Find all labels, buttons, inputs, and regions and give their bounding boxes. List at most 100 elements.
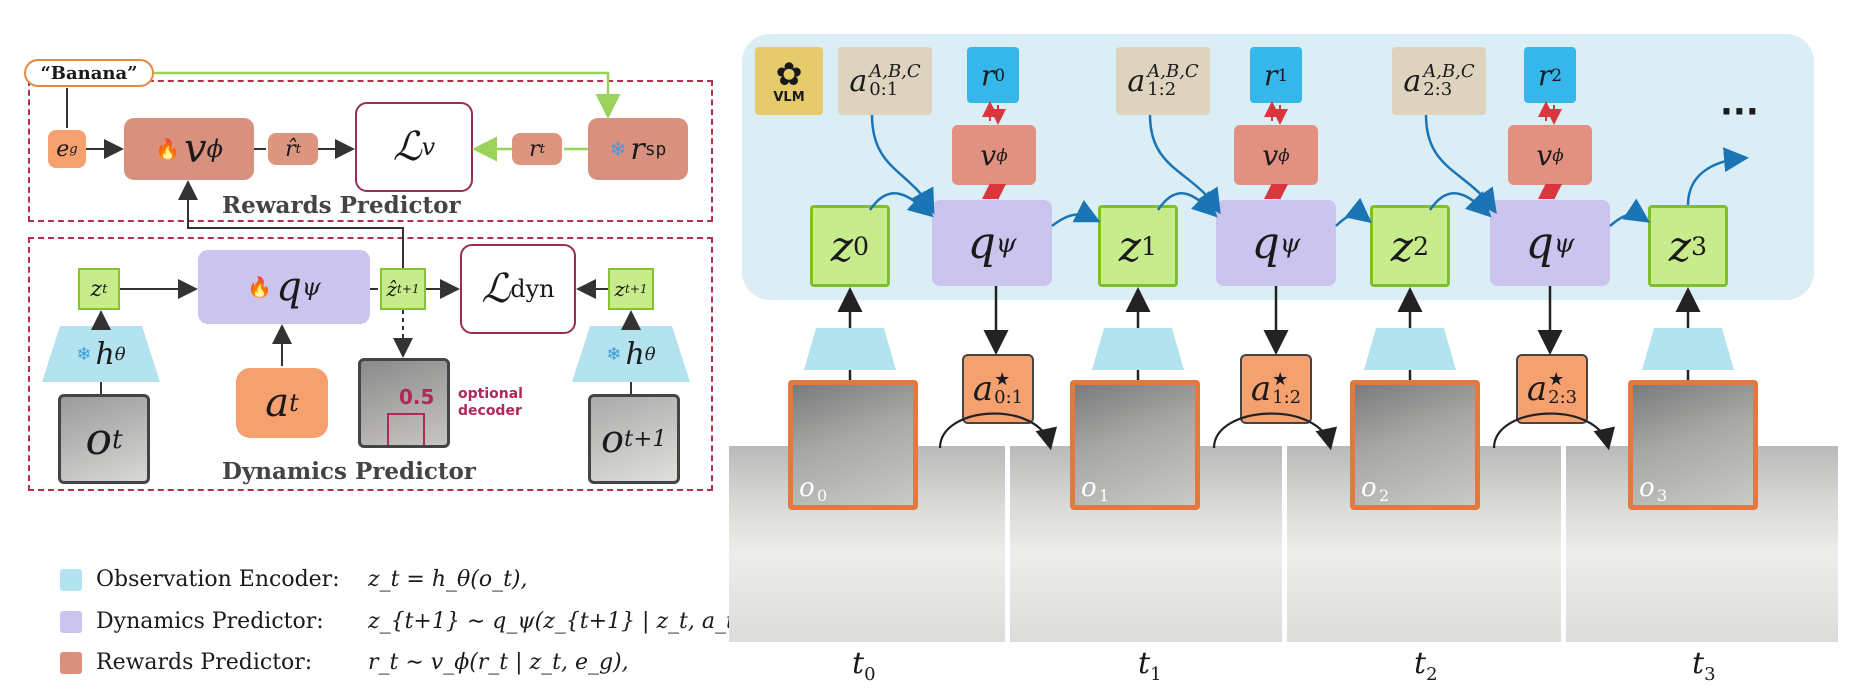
decoded-observation: 0.5 [358, 358, 450, 448]
vlm-label: VLM [773, 89, 805, 105]
action-sub: t [289, 389, 299, 417]
snowflake-icon: ❄ [609, 137, 627, 161]
sparse-reward-sub: sp [644, 138, 667, 160]
target-reward-symbol: r [529, 136, 540, 162]
legend-swatch-encoder [60, 568, 82, 591]
time-label-0: t0 [852, 646, 876, 685]
fire-icon: 🔥 [247, 275, 273, 299]
training-arrows [66, 71, 641, 394]
predicted-next-latent-symbol: ẑ [386, 277, 398, 301]
target-reward-sub: t [539, 141, 545, 157]
latent-state-symbol: z [90, 276, 103, 302]
goal-embedding-sub: g [69, 141, 78, 157]
encoder-sub: θ [114, 343, 126, 365]
legend-item-dynamics: Dynamics Predictor: [60, 609, 324, 634]
reward-model-sub: ϕ [206, 135, 223, 163]
decoded-region-box [387, 413, 425, 445]
observation-sub: t [111, 423, 123, 455]
sparse-reward-symbol: r [630, 131, 645, 167]
reward-loss-sub: v [421, 133, 436, 161]
latent-state-sub: t [102, 281, 108, 297]
predicted-reward-symbol: r̂ [285, 136, 296, 162]
vlm-logo-icon: ✿ [775, 54, 803, 93]
encoder-trapezoid-3 [1642, 328, 1734, 370]
next-latent-symbol: z [614, 277, 626, 301]
goal-text-box: “Banana” [24, 59, 154, 87]
decoded-value: 0.5 [399, 385, 435, 409]
encoder-trapezoid-2 [1364, 328, 1456, 370]
reward-loss-symbol: ℒ [392, 124, 422, 170]
dynamics-model-sub: ψ [301, 273, 321, 301]
legend-label-rewards: Rewards Predictor: [96, 650, 313, 675]
action-symbol: a [265, 380, 290, 426]
goal-text: “Banana” [40, 62, 138, 84]
next-latent-sub: t+1 [625, 282, 648, 296]
legend-formula-encoder: z_t = h_θ(o_t), [368, 567, 528, 592]
legend-swatch-dynamics [60, 610, 82, 633]
selected-action-0: a★0:1 [962, 354, 1034, 424]
legend-formula-rewards: r_t ∼ v_ϕ(r_t | z_t, e_g), [368, 650, 629, 675]
time-label-2: t2 [1414, 646, 1438, 685]
goal-embedding-symbol: e [56, 136, 70, 162]
next-observation-symbol: o [601, 417, 625, 461]
dynamics-model-symbol: q [276, 264, 302, 310]
legend-item-rewards: Rewards Predictor: [60, 650, 312, 675]
predicted-next-latent-sub: t+1 [397, 282, 420, 296]
vlm-box: ✿ VLM [755, 47, 823, 115]
legend-label-dynamics: Dynamics Predictor: [96, 609, 324, 634]
rewards-predictor-title: Rewards Predictor [222, 192, 461, 219]
predicted-reward-box: r̂t [268, 133, 318, 165]
selected-action-1: a★1:2 [1240, 354, 1312, 424]
dynamics-loss-sub: dyn [510, 275, 555, 303]
optional-decoder-label: optional decoder [458, 386, 523, 419]
next-observation-sub: t+1 [624, 426, 667, 452]
fire-icon: 🔥 [155, 137, 180, 161]
time-label-3: t3 [1692, 646, 1716, 685]
time-label-1: t1 [1138, 646, 1162, 685]
rewards-predictor-panel [28, 80, 713, 222]
encoder-sub: θ [644, 343, 656, 365]
encoder-trapezoid-0 [804, 328, 896, 370]
selected-action-2: a★2:3 [1516, 354, 1588, 424]
dynamics-predictor-title: Dynamics Predictor [222, 458, 476, 485]
legend-item-encoder: Observation Encoder: [60, 567, 340, 592]
encoder-symbol: h [95, 336, 115, 372]
legend-formula-dynamics: z_{t+1} ∼ q_ψ(z_{t+1} | z_t, a_t), [368, 609, 751, 634]
legend-swatch-rewards [60, 651, 82, 674]
snowflake-icon: ❄ [76, 343, 92, 365]
encoder-trapezoid-1 [1092, 328, 1184, 370]
dynamics-loss-symbol: ℒ [481, 266, 511, 312]
